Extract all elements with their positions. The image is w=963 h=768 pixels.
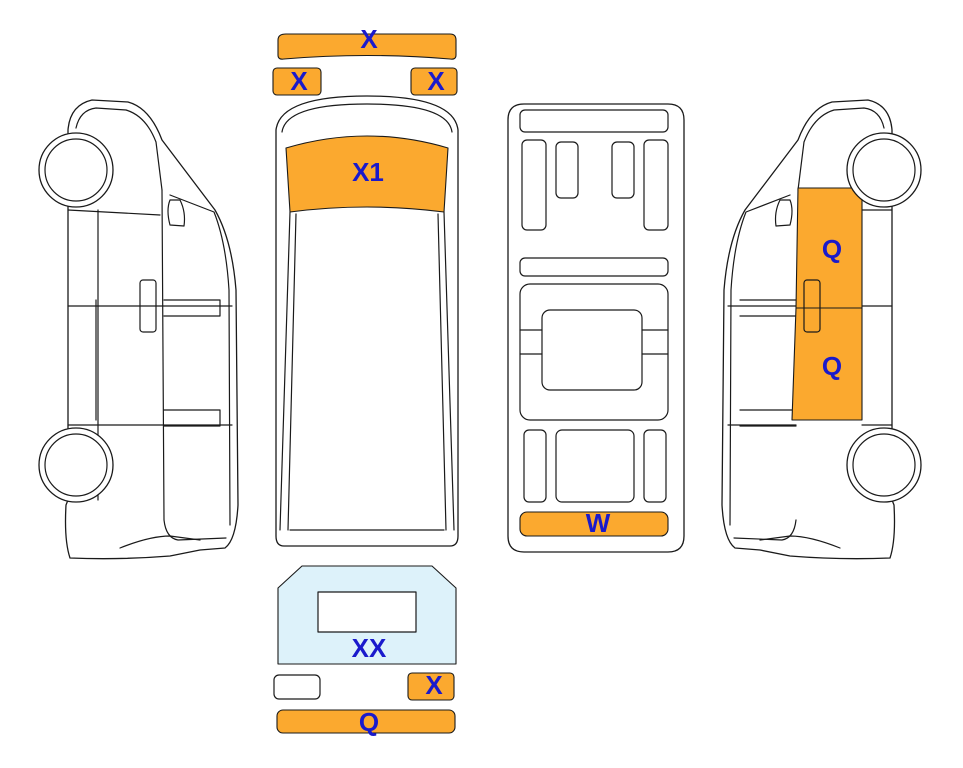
left-side-view: [38, 99, 239, 560]
front-right-light-zone: [410, 67, 458, 96]
label-hood: X1: [352, 157, 384, 187]
top-view: [272, 33, 459, 547]
front-wheel-left: [38, 132, 114, 208]
rear-bumper-zone: [276, 709, 456, 734]
label-underbody-rear: W: [586, 508, 611, 538]
front-left-light-zone: [272, 67, 322, 96]
right-side-view: [721, 99, 922, 560]
front-wheel-right: [846, 132, 922, 208]
label-rear-window: XX: [352, 633, 387, 663]
front-bumper-zone: [277, 33, 457, 60]
underbody-rear-zone: [519, 511, 669, 537]
rear-wheel-right: [846, 427, 922, 503]
rear-right-light-zone: [407, 672, 455, 701]
label-front-bumper: X: [360, 24, 378, 54]
label-rear-bumper: Q: [359, 707, 379, 737]
label-right-side-lower: Q: [822, 351, 842, 381]
label-front-left-light: X: [290, 66, 308, 96]
label-rear-right-light: X: [425, 670, 443, 700]
label-front-right-light: X: [427, 66, 445, 96]
right-side-lower-zone: [791, 307, 863, 421]
label-right-side-upper: Q: [822, 234, 842, 264]
rear-view: [273, 565, 457, 734]
rear-wheel-left: [38, 427, 114, 503]
damage-labels: X X X X1 Q Q W XX X Q: [290, 24, 842, 737]
underbody-view: [507, 103, 685, 553]
